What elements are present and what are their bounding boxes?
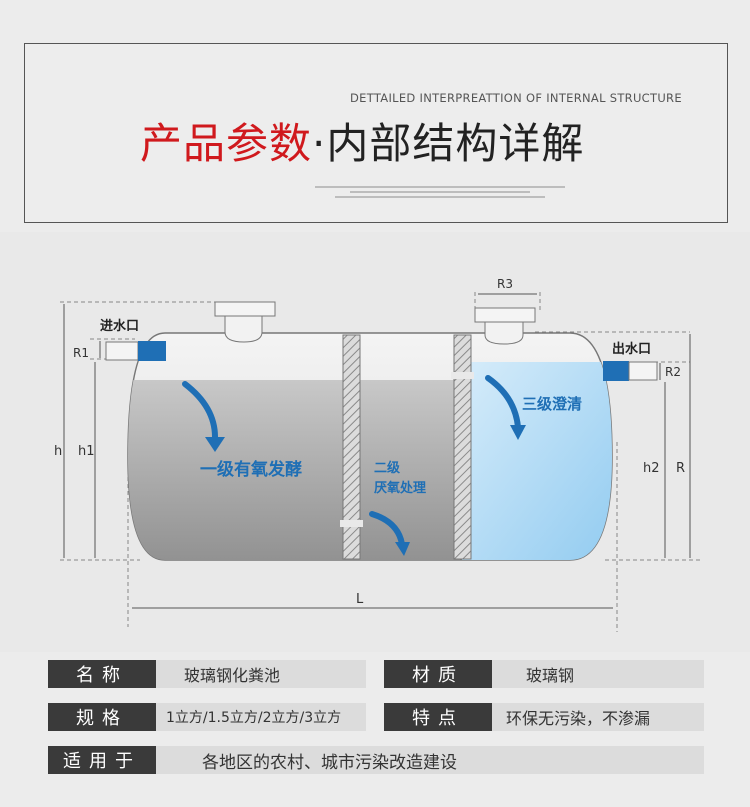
flow-arrow-1 bbox=[182, 381, 218, 440]
flow-arrow-2 bbox=[369, 511, 405, 547]
dim-h: h bbox=[54, 444, 62, 459]
dim-r2: R2 bbox=[665, 365, 681, 379]
name-value: 玻璃钢化粪池 bbox=[156, 660, 366, 688]
spec-row-1: 名称 玻璃钢化粪池 bbox=[48, 660, 366, 688]
stage2-label-line1: 二级 bbox=[374, 460, 401, 476]
dim-r: R bbox=[676, 461, 685, 476]
partition-2 bbox=[453, 334, 472, 560]
spec-row-2: 规格 1立方/1.5立方/2立方/3立方 bbox=[48, 703, 366, 731]
dim-r3: R3 bbox=[497, 277, 513, 291]
header-panel: DETTAILED INTERPREATTION OF INTERNAL STR… bbox=[24, 43, 728, 223]
partition-2-opening bbox=[451, 372, 474, 379]
usage-label: 适用于 bbox=[48, 746, 156, 774]
title-dark-part: ·内部结构详解 bbox=[312, 119, 585, 168]
flow-arrow-3 bbox=[485, 375, 521, 430]
partition-1 bbox=[342, 334, 361, 560]
dim-h2: h2 bbox=[643, 461, 660, 476]
inlet-pipe bbox=[105, 341, 166, 361]
aerobic-liquid bbox=[128, 380, 460, 560]
dim-h1: h1 bbox=[78, 444, 95, 459]
title-red-part: 产品参数 bbox=[140, 119, 313, 168]
material-label: 材质 bbox=[384, 660, 492, 688]
spec-row-1b: 材质 玻璃钢 bbox=[384, 660, 704, 688]
usage-value: 各地区的农村、城市污染改造建设 bbox=[156, 746, 704, 774]
dim-r1: R1 bbox=[73, 346, 89, 360]
spec-label: 规格 bbox=[48, 703, 156, 731]
header-subtitle: DETTAILED INTERPREATTION OF INTERNAL STR… bbox=[350, 91, 682, 105]
page-title: 产品参数·内部结构详解 bbox=[140, 110, 584, 171]
arrow-heads bbox=[205, 425, 526, 556]
spec-value: 1立方/1.5立方/2立方/3立方 bbox=[156, 703, 366, 731]
tank-diagram: 进水口 出水口 一级有氧发酵 二级 厌氧处理 三级澄清 R1 R2 R3 h h… bbox=[0, 232, 750, 652]
outlet-label: 出水口 bbox=[612, 341, 651, 357]
flow-arrows bbox=[182, 375, 521, 547]
manhole-left bbox=[214, 301, 276, 343]
feature-value: 环保无污染，不渗漏 bbox=[492, 703, 704, 731]
partition-1-opening bbox=[340, 520, 363, 527]
outlet-pipe bbox=[603, 361, 658, 381]
dimension-lines bbox=[63, 293, 691, 609]
tank-diagram-svg: 进水口 出水口 一级有氧发酵 二级 厌氧处理 三级澄清 R1 R2 R3 h h… bbox=[54, 277, 700, 632]
stage2-label-line2: 厌氧处理 bbox=[374, 480, 426, 496]
feature-label: 特点 bbox=[384, 703, 492, 731]
spec-row-3: 适用于 各地区的农村、城市污染改造建设 bbox=[48, 746, 704, 774]
stage3-label: 三级澄清 bbox=[522, 395, 582, 413]
name-label: 名称 bbox=[48, 660, 156, 688]
dim-l: L bbox=[356, 592, 364, 607]
stage1-label: 一级有氧发酵 bbox=[200, 459, 302, 480]
material-value: 玻璃钢 bbox=[492, 660, 704, 688]
manhole-right bbox=[474, 307, 536, 345]
decorative-fine-text bbox=[315, 186, 565, 200]
spec-row-2b: 特点 环保无污染，不渗漏 bbox=[384, 703, 704, 731]
clarify-liquid bbox=[462, 362, 612, 560]
inlet-label: 进水口 bbox=[100, 318, 139, 334]
